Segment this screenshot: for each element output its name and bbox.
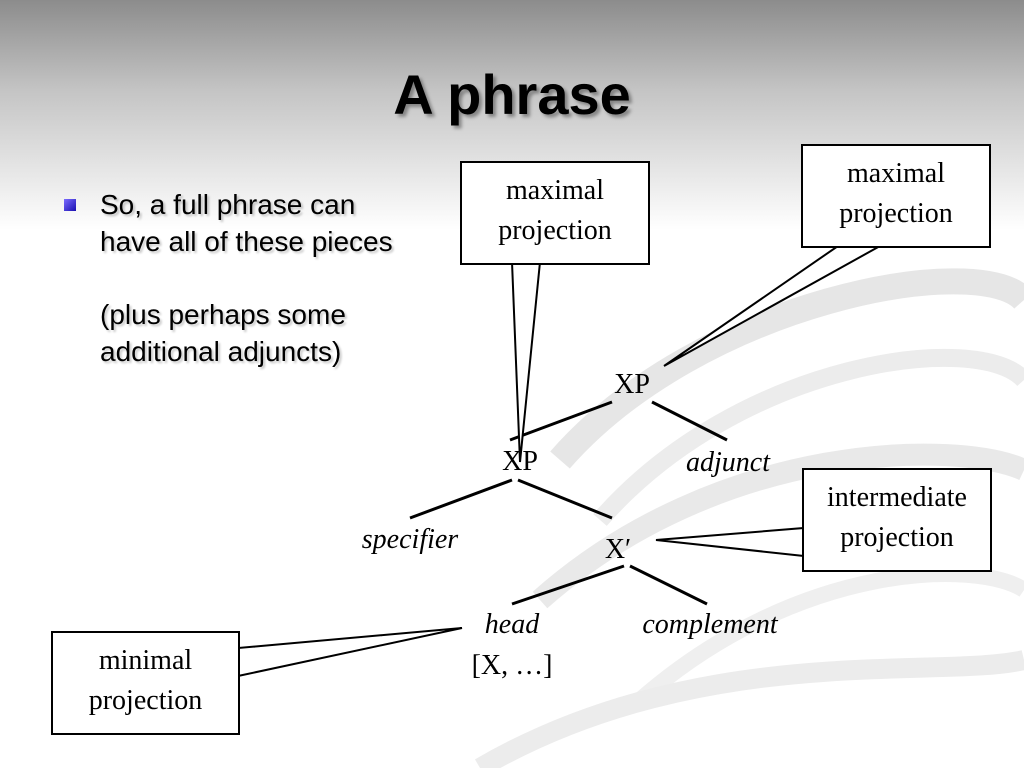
branch-xbar-to-head (511, 564, 625, 606)
branch-xbar-to-complement (629, 564, 708, 606)
node-xp-mid: XP (502, 446, 538, 477)
callout-line: maximal (847, 158, 945, 189)
callout-line: maximal (506, 175, 604, 206)
node-x-bar: X′ (604, 534, 632, 565)
node-xp-top: XP (614, 369, 650, 400)
callout-line: projection (839, 198, 953, 229)
callout-maximal-projection-left: maximal projection (460, 161, 650, 265)
node-complement: complement (642, 609, 778, 640)
square-bullet-icon (64, 199, 76, 211)
node-head: head (484, 609, 540, 640)
bullet-main-text: So, a full phrase can have all of these … (100, 189, 393, 257)
branch-xp-to-specifier (409, 478, 513, 520)
callout-intermediate-projection: intermediate projection (802, 468, 992, 572)
callout-line: projection (840, 522, 954, 553)
callout-line: minimal (98, 645, 193, 676)
branch-xp-to-adjunct (651, 400, 728, 442)
bullet-item: So, a full phrase can have all of these … (62, 186, 422, 370)
pointer-maximal-right (663, 245, 884, 367)
pointer-minimal (237, 627, 463, 678)
pointer-maximal-left (510, 261, 542, 463)
slide-title: A phrase (393, 63, 631, 126)
callout-line: projection (88, 685, 203, 716)
branch-xp-to-xp (509, 400, 613, 442)
pointer-intermediate (655, 526, 805, 558)
bullet-sub-text: (plus perhaps some additional adjuncts) (100, 299, 346, 367)
bullet-list: So, a full phrase can have all of these … (62, 186, 422, 370)
node-adjunct: adjunct (686, 447, 770, 478)
callout-line: intermediate (827, 482, 967, 513)
node-head-features: [X, …] (471, 650, 553, 681)
callout-maximal-projection-right: maximal projection (801, 144, 991, 248)
callout-minimal-projection: minimal projection (51, 631, 240, 735)
node-specifier: specifier (361, 524, 459, 555)
callout-line: projection (498, 215, 612, 246)
branch-xp-to-xbar (517, 478, 613, 520)
